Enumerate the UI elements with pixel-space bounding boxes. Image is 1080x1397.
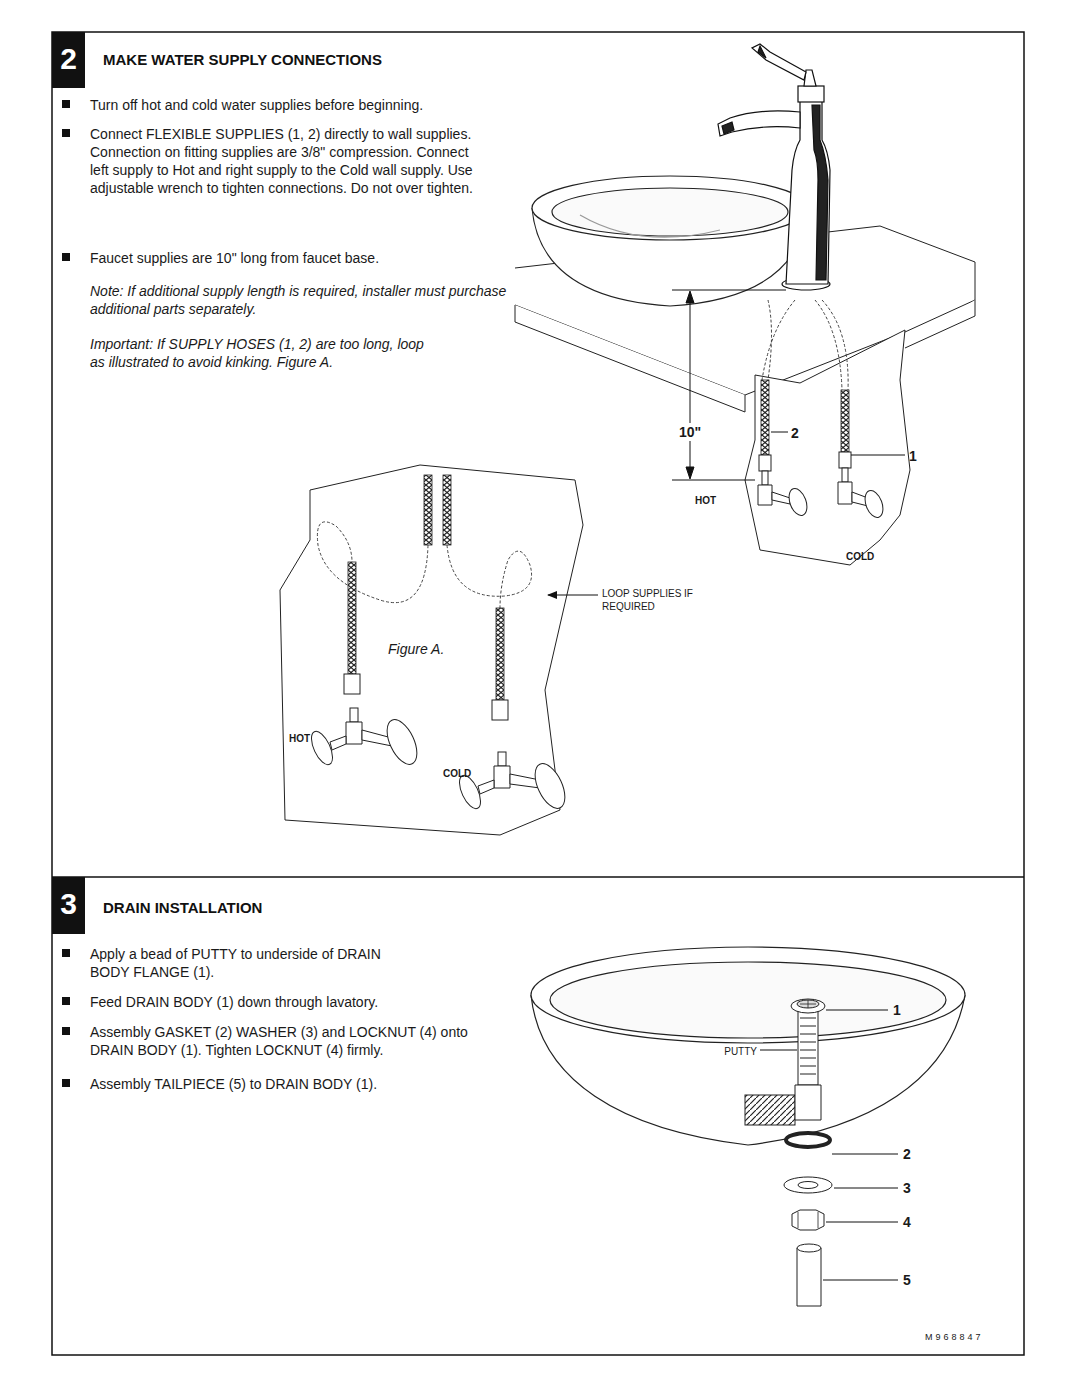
step-heading: MAKE WATER SUPPLY CONNECTIONS [103, 51, 382, 69]
step-number-box: 2MAKE WATER SUPPLY CONNECTIONS [52, 32, 85, 88]
instruction: Faucet supplies are 10" long from faucet… [90, 249, 510, 267]
step-number-box: 3DRAIN INSTALLATION [52, 877, 85, 934]
valve-label: HOT [695, 492, 716, 510]
note: Important: If SUPPLY HOSES (1, 2) are to… [90, 335, 440, 371]
note: Note: If additional supply length is req… [90, 282, 510, 318]
callout-number: 5 [903, 1271, 911, 1289]
step-number: 2 [52, 42, 85, 76]
instruction: Connect FLEXIBLE SUPPLIES (1, 2) directl… [90, 125, 475, 197]
step-number: 3 [52, 887, 85, 921]
instruction: Assembly TAILPIECE (5) to DRAIN BODY (1)… [90, 1075, 510, 1093]
callout-number: 3 [903, 1179, 911, 1197]
callout-number: 4 [903, 1213, 911, 1231]
instruction: Assembly GASKET (2) WASHER (3) and LOCKN… [90, 1023, 510, 1059]
step-heading: DRAIN INSTALLATION [103, 899, 262, 917]
leader-note: LOOP SUPPLIES IF REQUIRED [602, 587, 702, 613]
callout-number: 1 [909, 447, 917, 465]
valve-label: COLD [846, 548, 874, 566]
valve-label: COLD [443, 765, 471, 783]
callout-number: 2 [903, 1145, 911, 1163]
part-label: PUTTY [724, 1043, 757, 1061]
valve-label: HOT [289, 730, 310, 748]
instruction: Feed DRAIN BODY (1) down through lavator… [90, 993, 510, 1011]
document-code: M968847 [925, 1328, 984, 1346]
callout-number: 1 [893, 1001, 901, 1019]
instruction: Apply a bead of PUTTY to underside of DR… [90, 945, 420, 981]
dimension: 10" [677, 423, 703, 441]
callout-number: 2 [791, 424, 799, 442]
figure-label: Figure A. [388, 640, 444, 658]
instruction: Turn off hot and cold water supplies bef… [90, 96, 510, 114]
